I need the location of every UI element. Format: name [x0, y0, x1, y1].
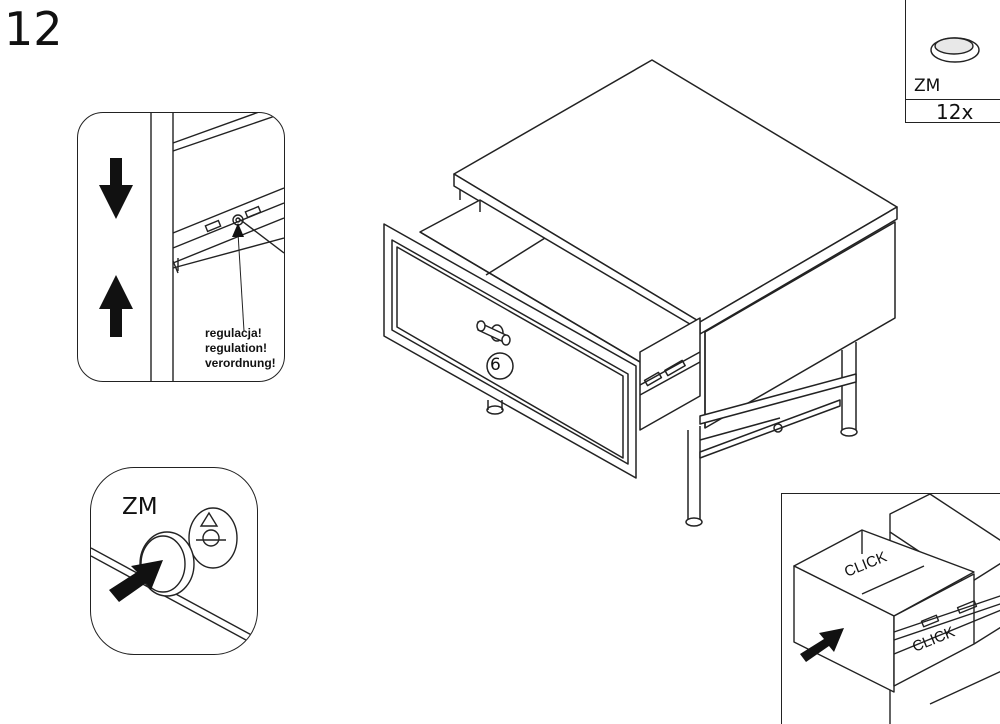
drawer-number: 6 — [490, 355, 501, 375]
parts-code: ZM — [914, 76, 941, 96]
regulation-note-en: regulation! — [205, 341, 267, 355]
click-detail-panel — [781, 493, 1000, 724]
click-detail-drawing — [793, 493, 1000, 724]
cap-code: ZM — [122, 494, 158, 520]
arrow-up-icon — [99, 275, 133, 337]
parts-box — [905, 0, 1000, 123]
parts-divider — [905, 99, 1000, 100]
arrow-pointer-icon — [232, 223, 245, 332]
step-number: 12 — [4, 2, 63, 56]
regulation-note-pl: regulacja! — [205, 326, 262, 340]
regulation-detail-panel — [77, 112, 285, 382]
arrow-down-icon — [99, 158, 133, 219]
regulation-detail-drawing — [99, 113, 284, 381]
regulation-note-de: verordnung! — [205, 356, 276, 370]
arrow-pointer-icon — [109, 560, 163, 602]
regulation-notes: regulacja! regulation! verordnung! — [205, 326, 276, 371]
cap-detail-panel — [90, 467, 258, 655]
arrow-pointer-icon — [800, 628, 844, 662]
parts-quantity: 12x — [936, 100, 974, 124]
felt-pad-icon — [930, 37, 980, 63]
cap-detail-drawing — [91, 507, 257, 647]
